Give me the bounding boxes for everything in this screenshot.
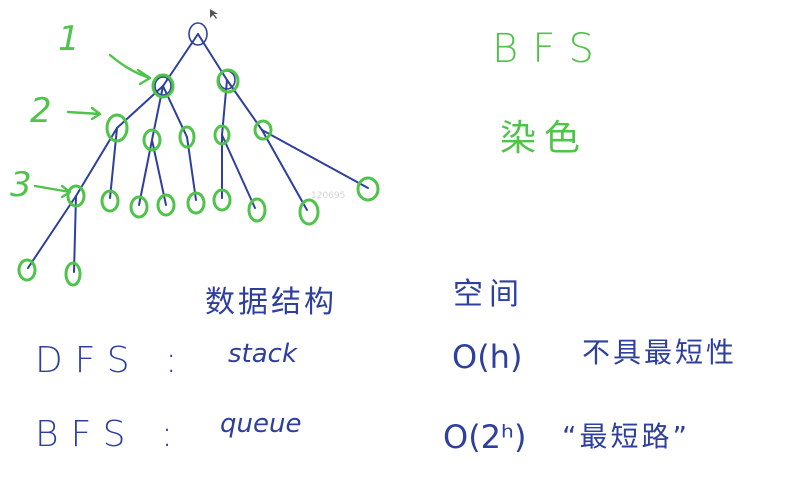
watermark: 120695 [311, 191, 345, 201]
tree-node-level2 [105, 113, 129, 143]
row-dfs-algo: DFS : [35, 340, 189, 381]
row-dfs-space: O(h) [452, 338, 522, 376]
tree-node-level3 [66, 184, 86, 208]
arrow-icon [108, 53, 152, 86]
row-dfs-structure: stack [228, 339, 298, 369]
header-space: 空间 [453, 277, 525, 312]
row-bfs-structure: queue [220, 409, 301, 439]
coloring-label: 染色 [500, 118, 588, 159]
row-dfs-note: 不具最短性 [582, 336, 737, 369]
bfs-title: BFS [492, 26, 608, 72]
level-label-3: 3 [10, 165, 32, 205]
arrow-icon [33, 184, 72, 199]
level-label-1: 1 [58, 19, 80, 59]
tree-node-level4 [17, 258, 37, 282]
row-bfs-algo: BFS : [35, 414, 185, 455]
tree-nodes [17, 22, 380, 287]
row-bfs-note: “最短路” [562, 420, 690, 453]
tree-node-root [188, 22, 208, 46]
tree-node-level1-left [154, 76, 172, 96]
header-data-structure: 数据结构 [205, 285, 337, 320]
arrow-icon [66, 106, 102, 121]
cursor-icon [210, 9, 218, 19]
row-bfs-space: O(2ʰ) [443, 418, 526, 456]
tree-edges [27, 33, 369, 273]
level-arrows [33, 53, 152, 199]
level-label-2: 2 [30, 91, 52, 131]
